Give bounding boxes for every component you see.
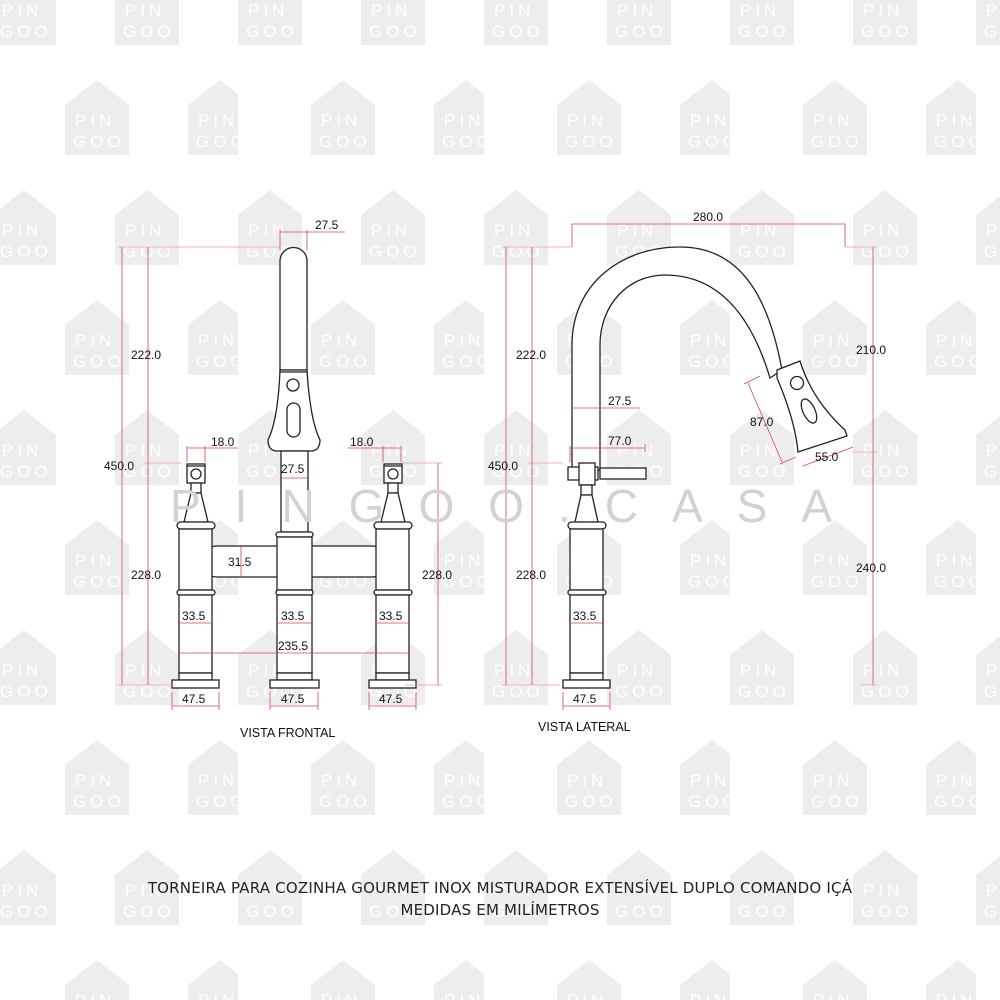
- dim-base-center: 47.5: [281, 692, 305, 706]
- spray-slot: [286, 402, 301, 438]
- dim-overall-width: 235.5: [278, 639, 308, 653]
- dim-head-length: 87.0: [750, 415, 774, 429]
- title-line-1: TORNEIRA PARA COZINHA GOURMET INOX MISTU…: [147, 879, 853, 897]
- dim-reach: 280.0: [693, 210, 723, 224]
- right-handle: [368, 463, 417, 689]
- dim-upper-height: 222.0: [131, 348, 161, 362]
- watermark-banner: PINGOO.CASA: [170, 480, 866, 532]
- dim-total-height: 450.0: [104, 459, 134, 473]
- dim-body-left: 33.5: [182, 609, 206, 623]
- dim-lower-height-left: 228.0: [131, 568, 161, 582]
- front-view-label: VISTA FRONTAL: [240, 726, 335, 740]
- side-view: 280.0 450.0 222.0 228.0 210.0 240.0 27.5…: [488, 210, 886, 734]
- dim-side-total-height: 450.0: [488, 459, 518, 473]
- dim-handle-left-width: 18.0: [211, 435, 235, 449]
- dim-lower-height-right: 228.0: [422, 568, 452, 582]
- lever: [599, 467, 647, 480]
- dim-spout-lower: 240.0: [856, 561, 886, 575]
- dim-bridge-height: 31.5: [228, 555, 252, 569]
- front-dimensions: 27.5 450.0 222.0 228.0 228.0 18.0 18.0 2…: [104, 218, 452, 710]
- side-dimensions: 280.0 450.0 222.0 228.0 210.0 240.0 27.5…: [488, 210, 886, 710]
- dim-side-upper-height: 222.0: [516, 348, 546, 362]
- dim-side-lower-height: 228.0: [516, 568, 546, 582]
- dim-handle-right-width: 18.0: [350, 435, 374, 449]
- dim-base-right: 47.5: [379, 692, 403, 706]
- dim-side-base-width: 47.5: [573, 692, 597, 706]
- dim-stem-width: 27.5: [281, 462, 305, 476]
- front-view: 27.5 450.0 222.0 228.0 228.0 18.0 18.0 2…: [104, 218, 452, 740]
- dim-lever-length: 77.0: [608, 434, 632, 448]
- spout-tube: [279, 246, 308, 371]
- dim-body-center: 33.5: [281, 609, 305, 623]
- spray-button: [286, 378, 300, 392]
- title-line-2: MEDIDAS EM MILÍMETROS: [400, 901, 600, 919]
- side-view-label: VISTA LATERAL: [538, 720, 631, 734]
- dim-side-body-width: 33.5: [573, 609, 597, 623]
- dim-spout-upper: 210.0: [856, 343, 886, 357]
- dim-base-left: 47.5: [182, 692, 206, 706]
- left-handle: [171, 463, 220, 689]
- dim-spout-top-width: 27.5: [315, 218, 339, 232]
- dim-head-width: 55.0: [815, 450, 839, 464]
- dim-body-right: 33.5: [379, 609, 403, 623]
- dim-side-stem-width: 27.5: [608, 394, 632, 408]
